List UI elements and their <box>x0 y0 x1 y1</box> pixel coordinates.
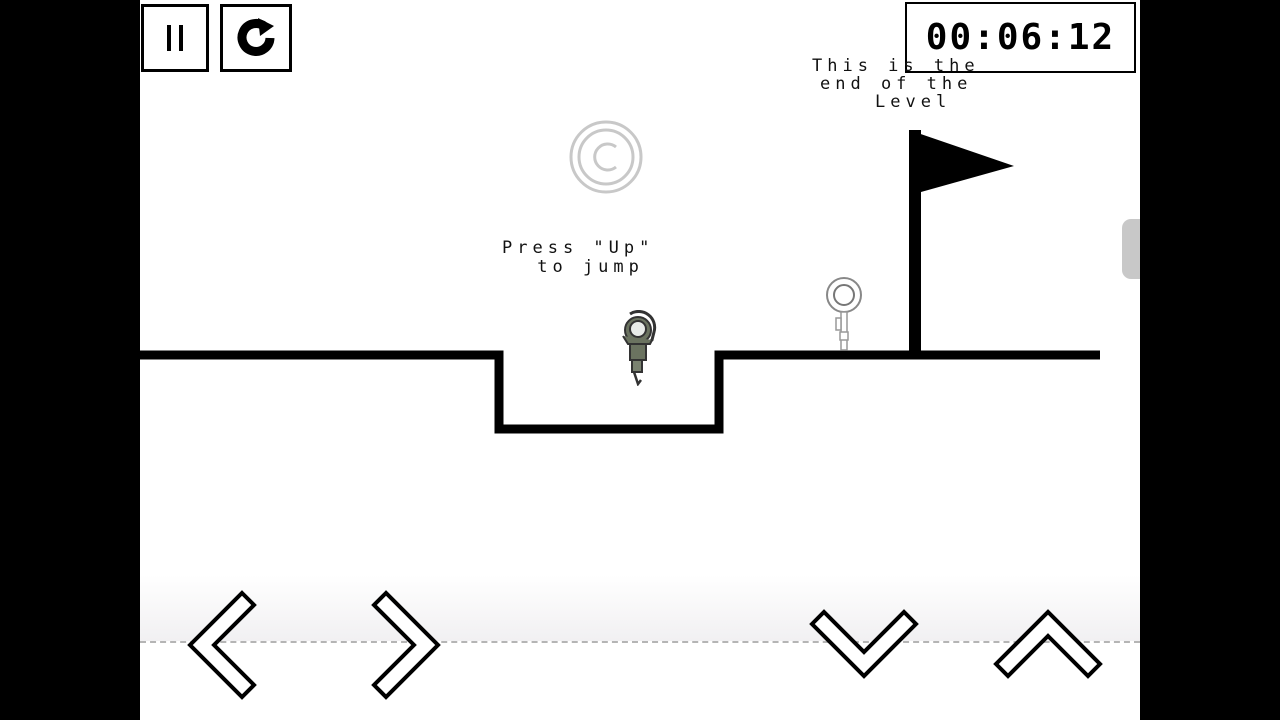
controls-band <box>140 575 1140 641</box>
end-level-hint-line3: Level <box>875 92 952 112</box>
copyright-icon <box>569 120 643 194</box>
chevron-right-icon <box>371 590 441 700</box>
level-terrain <box>140 350 1100 434</box>
pause-button[interactable] <box>141 4 209 72</box>
level-timer: 00:06:12 <box>905 2 1136 73</box>
controls-divider <box>140 641 1140 643</box>
jump-up-button[interactable] <box>992 608 1108 682</box>
jump-hint-line1: Press "Up" <box>502 238 655 258</box>
chevron-up-icon <box>993 609 1103 679</box>
chevron-down-icon <box>809 609 919 679</box>
restart-icon <box>237 18 275 56</box>
restart-button[interactable] <box>220 4 292 72</box>
chevron-left-icon <box>187 590 257 700</box>
move-right-button[interactable] <box>370 590 442 702</box>
end-level-hint-line1: This is the <box>812 56 980 76</box>
side-scroll-handle[interactable] <box>1122 219 1140 279</box>
crouch-down-button[interactable] <box>808 608 924 682</box>
checkpoint-figure <box>826 277 862 351</box>
game-canvas: 00:06:12 This is the end of the Level Pr… <box>140 0 1140 720</box>
goal-flag <box>909 130 1014 354</box>
player-character <box>622 310 657 386</box>
jump-hint-line2: to jump <box>522 257 644 277</box>
pause-icon <box>167 25 183 51</box>
end-level-hint-line2: end of the <box>820 74 973 94</box>
move-left-button[interactable] <box>186 590 258 702</box>
